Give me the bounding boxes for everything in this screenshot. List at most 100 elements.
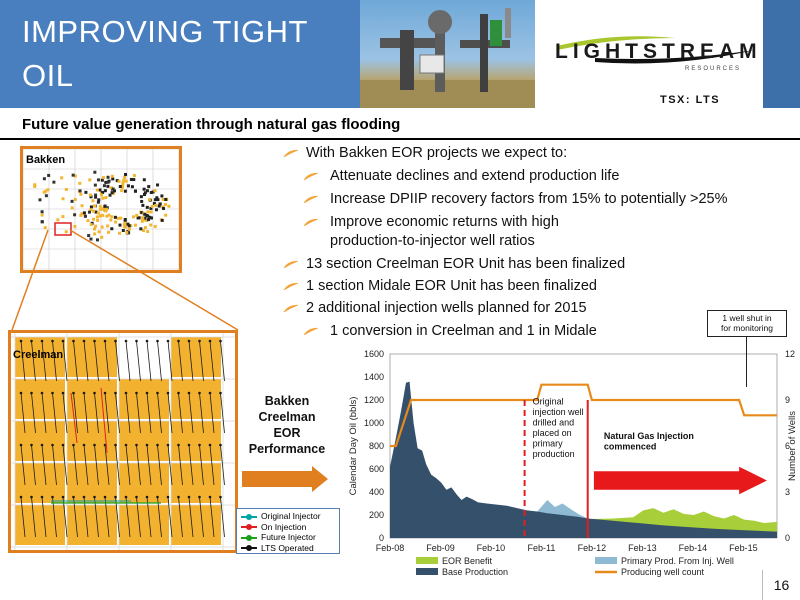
map-well-marker: [103, 205, 107, 209]
callout-pointer: [746, 337, 747, 387]
map-well-path: [41, 444, 47, 486]
legend-swatch: [241, 534, 257, 541]
map-well-dot: [114, 495, 117, 499]
map-well-marker: [93, 232, 97, 236]
map-well-marker: [88, 178, 92, 182]
map-well-marker: [109, 218, 113, 222]
map-well-dot: [187, 495, 191, 499]
y-tick-label: 0: [379, 533, 384, 543]
map-well-dot: [72, 443, 75, 447]
map-well-path: [115, 340, 120, 382]
map-well-marker: [113, 215, 117, 219]
map-well-marker: [38, 198, 42, 202]
map-well-marker: [154, 204, 158, 208]
map-well-marker: [80, 204, 84, 208]
map-well-marker: [143, 226, 147, 230]
map-well-marker: [111, 187, 115, 191]
map-section-tile: [119, 463, 169, 503]
map-well-path: [104, 392, 110, 434]
map-well-marker: [117, 179, 121, 183]
map-well-marker: [73, 174, 77, 178]
map-well-marker: [142, 187, 146, 191]
map-well-dot: [219, 495, 222, 499]
map-well-dot: [61, 391, 65, 395]
legend-label: On Injection: [261, 521, 307, 532]
map-well-marker: [104, 209, 108, 213]
map-well-marker: [71, 173, 75, 177]
annotation-text: commenced: [604, 442, 657, 452]
map-well-path: [146, 340, 152, 382]
legend-label: Future Injector: [261, 532, 316, 542]
map-well-marker: [89, 205, 93, 209]
creelman-map: Creelman: [8, 330, 238, 553]
map-well-dot: [72, 339, 75, 343]
map-well-marker: [115, 179, 119, 183]
legend-label: EOR Benefit: [442, 556, 493, 566]
bullet-leaf-icon: [303, 172, 318, 180]
map-well-path: [178, 340, 183, 382]
map-well-marker: [110, 215, 114, 219]
map-well-path: [167, 340, 173, 382]
map-well-marker: [139, 195, 143, 199]
y-tick-label: 1400: [364, 372, 384, 382]
map-well-marker: [105, 207, 109, 211]
callout-line-2: for monitoring: [721, 323, 773, 333]
map-well-path: [31, 392, 36, 434]
map-well-dot: [103, 443, 107, 447]
bullet-text: With Bakken EOR projects we expect to:: [306, 145, 568, 161]
map-well-marker: [95, 188, 99, 192]
x-tick-label: Feb-08: [376, 543, 405, 553]
x-tick-label: Feb-11: [527, 543, 555, 553]
map-well-marker: [64, 187, 68, 191]
map-well-marker: [126, 222, 130, 226]
map-well-path: [178, 444, 183, 486]
map-well-marker: [101, 207, 105, 211]
map-well-marker: [114, 220, 118, 224]
map-section-tile: [15, 337, 65, 377]
map-section-tile: [15, 505, 65, 545]
map-well-marker: [46, 188, 50, 192]
map-well-marker: [47, 173, 51, 177]
map-well-marker: [133, 223, 137, 227]
map-well-dot: [219, 391, 222, 395]
map-well-marker: [40, 213, 44, 217]
map-well-marker: [143, 191, 147, 195]
map-well-marker: [149, 223, 153, 227]
map-well-dot: [51, 495, 54, 499]
map-well-path: [41, 340, 47, 382]
map-well-marker: [123, 223, 127, 227]
map-well-dot: [135, 391, 138, 395]
map-well-marker: [149, 210, 153, 214]
map-well-marker: [87, 234, 91, 238]
map-well-dot: [124, 495, 128, 499]
map-well-marker: [146, 230, 150, 234]
map-section-tile: [15, 421, 65, 461]
map-well-marker: [44, 189, 48, 193]
map-well-marker: [145, 205, 149, 209]
bullet-text: 1 conversion in Creelman and 1 in Midale: [330, 323, 597, 339]
bullet-leaf-icon: [283, 260, 298, 268]
map-well-path: [83, 496, 89, 538]
map-well-path: [220, 340, 225, 382]
map-well-marker: [143, 216, 147, 220]
y-tick-label: 800: [369, 441, 384, 451]
map-well-marker: [70, 206, 74, 210]
map-well-marker: [160, 218, 164, 222]
map-well-dot: [166, 443, 170, 447]
map-section-tile: [119, 505, 169, 545]
map-well-marker: [106, 184, 110, 188]
bullet-text: 1 section Midale EOR Unit has been final…: [306, 278, 597, 294]
map-well-path: [167, 392, 173, 434]
map-well-path: [136, 340, 141, 382]
map-well-marker: [100, 213, 104, 217]
map-well-path: [167, 496, 173, 538]
well-shut-in-callout: 1 well shut in for monitoring: [707, 310, 787, 337]
y2-tick-label: 6: [785, 441, 790, 451]
map-well-marker: [94, 224, 98, 228]
map-well-path: [52, 496, 57, 538]
y2-tick-label: 9: [785, 395, 790, 405]
map-well-path: [178, 392, 183, 434]
legend-dot-icon: [246, 524, 252, 531]
map-well-marker: [43, 226, 47, 230]
map-well-dot: [177, 495, 180, 499]
